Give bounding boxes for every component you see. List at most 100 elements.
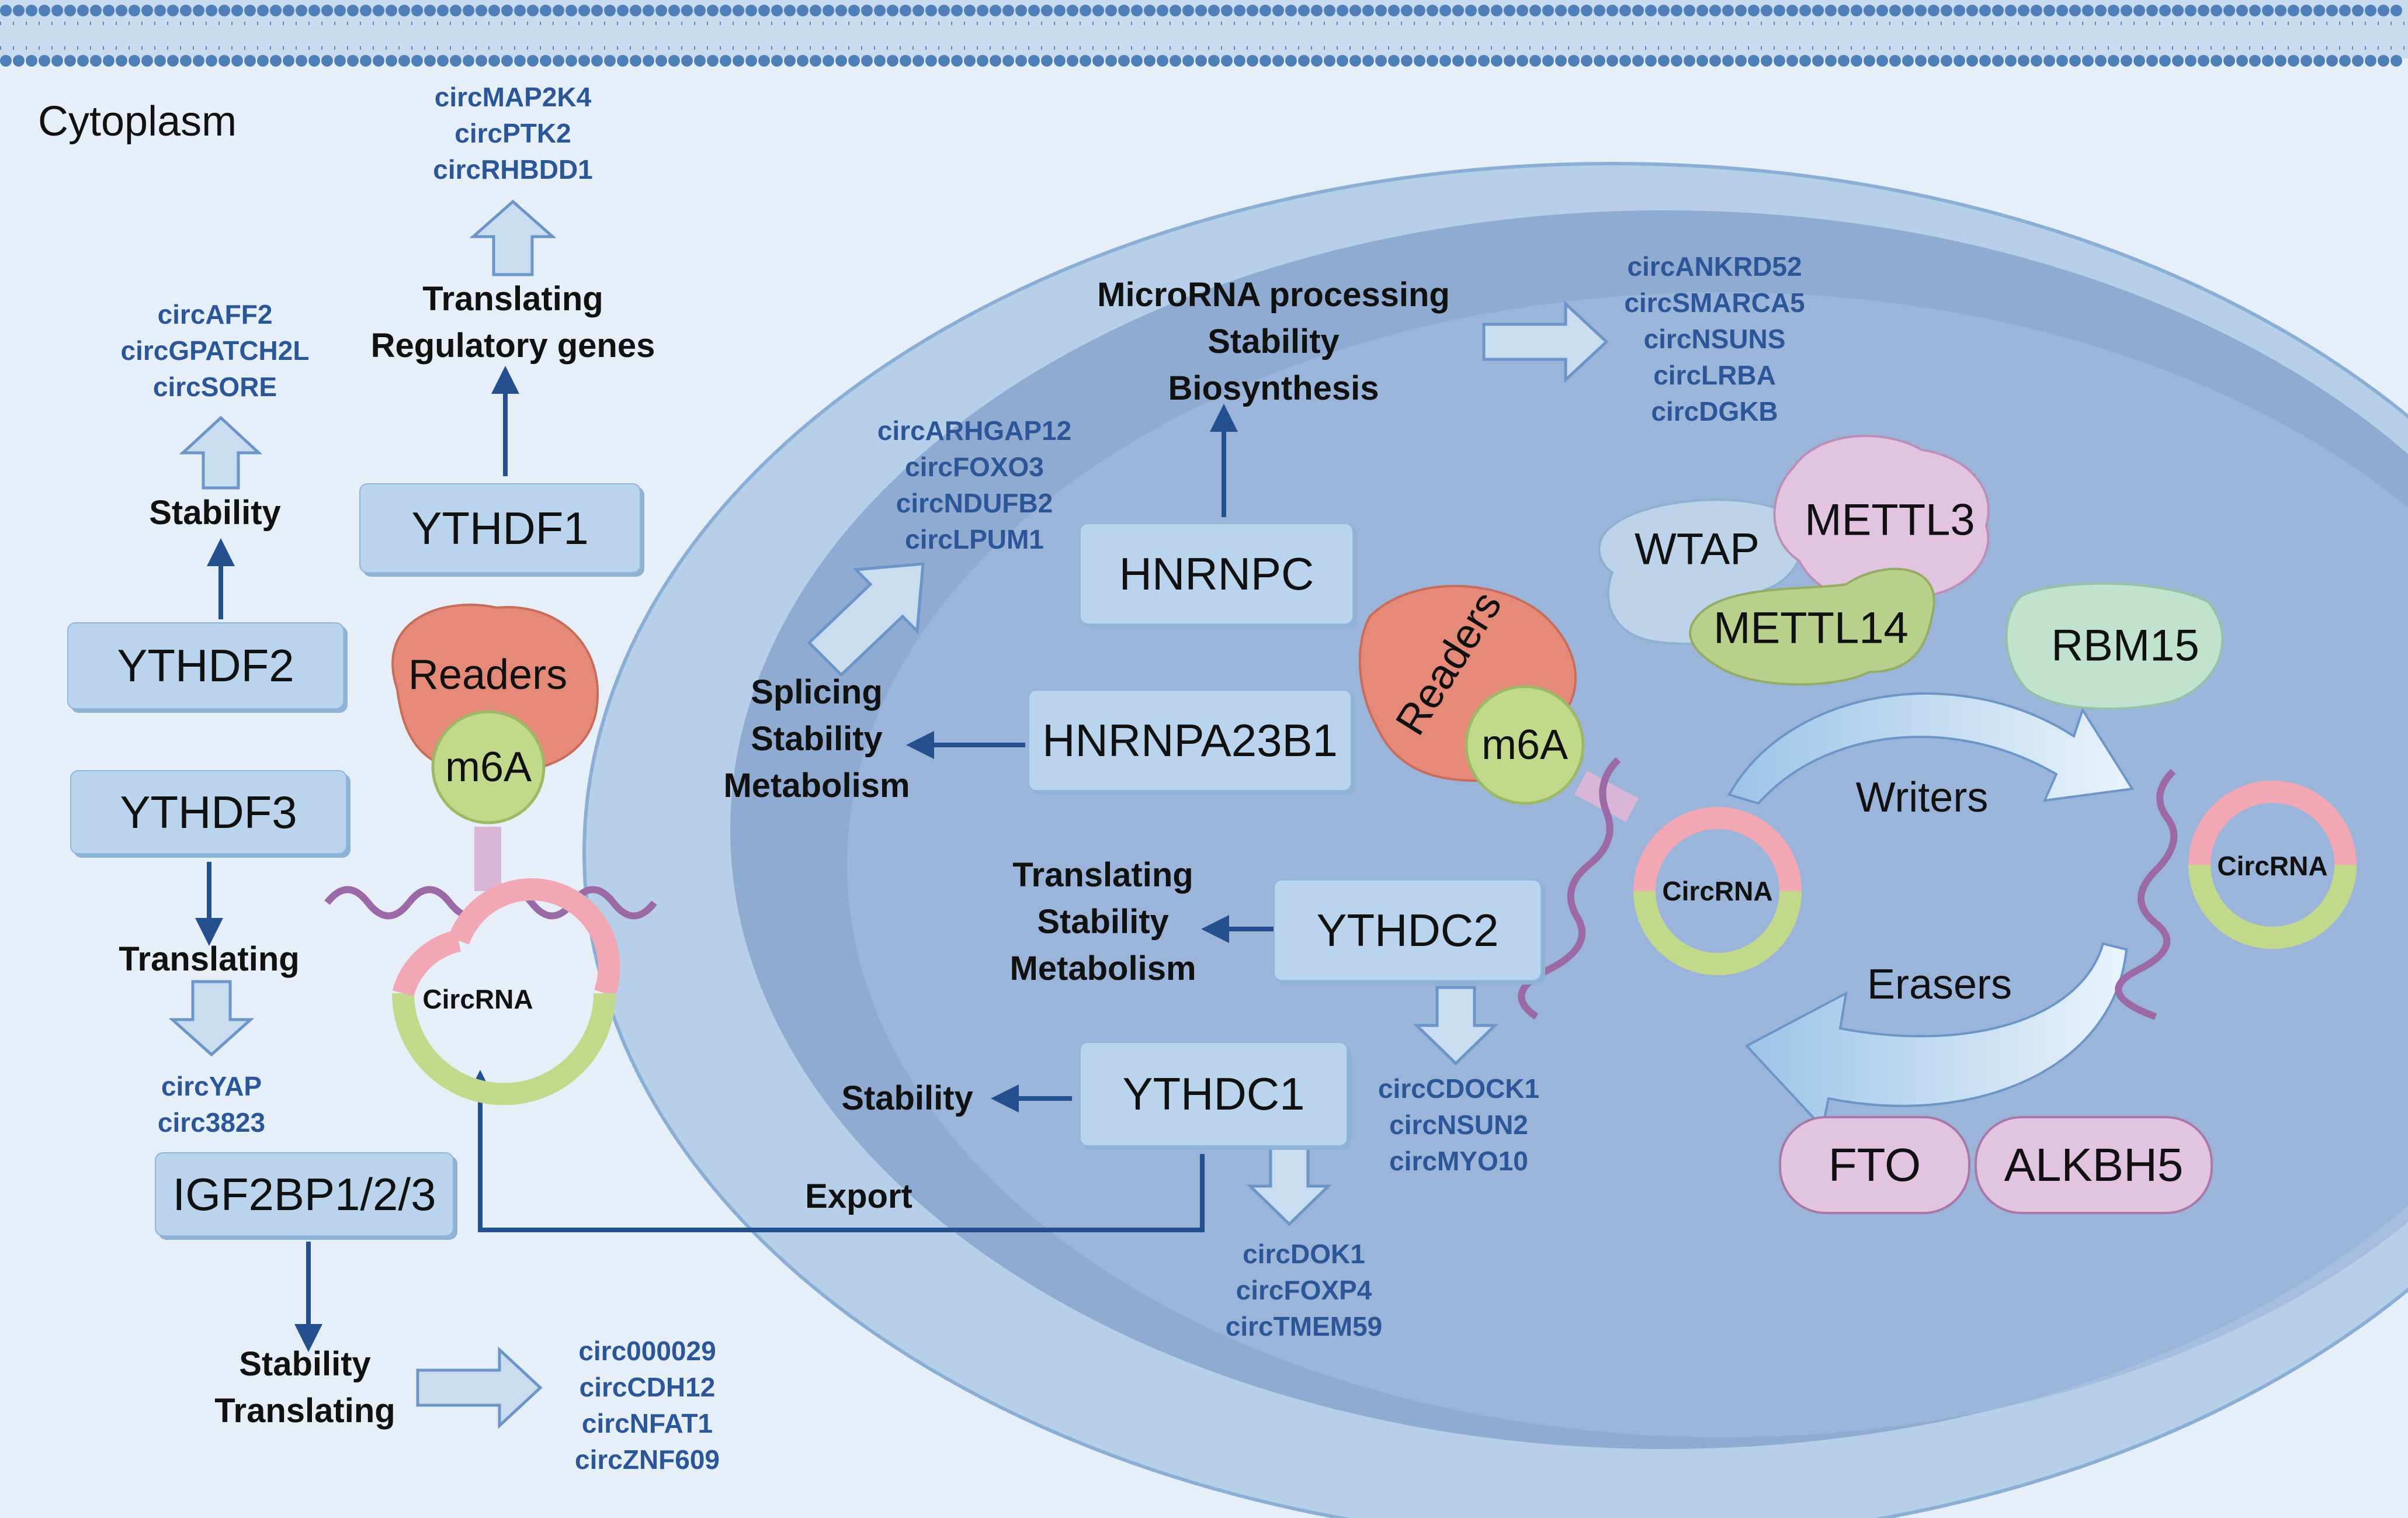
membrane-bead bbox=[64, 55, 76, 67]
membrane-bead bbox=[990, 55, 1001, 67]
membrane-bead bbox=[1671, 55, 1682, 67]
reader-ythdf3: YTHDF3 bbox=[70, 770, 347, 854]
membrane-bead bbox=[1979, 5, 1991, 16]
membrane-bead bbox=[257, 55, 269, 67]
membrane-bead bbox=[1414, 55, 1425, 67]
membrane-bead bbox=[1838, 55, 1850, 67]
membrane-bead bbox=[398, 5, 410, 16]
membrane-bead bbox=[1465, 5, 1477, 16]
rbm15-label: RBM15 bbox=[2051, 621, 2199, 671]
membrane-bead bbox=[2313, 55, 2325, 67]
membrane-bead bbox=[1131, 5, 1143, 16]
membrane-bead bbox=[2095, 5, 2107, 16]
membrane-bead bbox=[51, 5, 63, 16]
membrane-bead bbox=[386, 55, 397, 67]
membrane-bead bbox=[1812, 5, 1824, 16]
membrane-bead bbox=[1234, 55, 1245, 67]
membrane-bead bbox=[411, 55, 423, 67]
membrane-bead bbox=[1285, 5, 1297, 16]
membrane-bead bbox=[1645, 5, 1657, 16]
membrane-bead bbox=[1298, 55, 1310, 67]
membrane-bead bbox=[2378, 5, 2389, 16]
membrane-bead bbox=[617, 55, 629, 67]
hollow-arrow-hnrnpa2b1 bbox=[807, 562, 925, 677]
membrane-bead bbox=[964, 55, 976, 67]
membrane-bead bbox=[1748, 5, 1760, 16]
membrane-bead bbox=[668, 5, 680, 16]
cyto-m6a-label: m6A bbox=[445, 744, 532, 791]
membrane-bead bbox=[681, 5, 693, 16]
membrane-bead bbox=[874, 55, 886, 67]
membrane-bead bbox=[1876, 55, 1888, 67]
membrane-bead bbox=[2262, 5, 2274, 16]
membrane-bead bbox=[360, 55, 372, 67]
membrane-bead bbox=[745, 5, 757, 16]
membrane-bead bbox=[1928, 5, 1939, 16]
membrane-bead bbox=[1337, 5, 1348, 16]
membrane-bead bbox=[1105, 55, 1117, 67]
membrane-bead bbox=[848, 55, 860, 67]
membrane-bead bbox=[26, 5, 37, 16]
circrna-list-ythdc1: circDOK1 circFOXP4 circTMEM59 bbox=[1225, 1239, 1383, 1342]
membrane-bead bbox=[2159, 55, 2171, 67]
membrane-bead bbox=[1941, 55, 1952, 67]
function-hnrnpc: MicroRNA processing Stability Biosynthes… bbox=[1097, 276, 1450, 407]
membrane-bead bbox=[39, 55, 50, 67]
membrane-bead bbox=[1761, 55, 1772, 67]
membrane-bead bbox=[1619, 55, 1631, 67]
membrane-bead bbox=[2005, 5, 2017, 16]
membrane-bead bbox=[733, 55, 744, 67]
membrane-bead bbox=[1709, 55, 1721, 67]
membrane-bead bbox=[1388, 5, 1400, 16]
membrane-bead bbox=[2121, 55, 2132, 67]
membrane-bead bbox=[26, 55, 37, 67]
membrane-bead bbox=[488, 5, 500, 16]
membrane-bead bbox=[424, 55, 436, 67]
membrane-bead bbox=[797, 55, 809, 67]
membrane-bead bbox=[1324, 55, 1335, 67]
membrane-bead bbox=[835, 5, 847, 16]
membrane-bead bbox=[1157, 5, 1168, 16]
membrane-bead bbox=[720, 5, 731, 16]
membrane-bead bbox=[1465, 55, 1477, 67]
membrane-bead bbox=[103, 5, 114, 16]
membrane-bead bbox=[2095, 55, 2107, 67]
hollow-arrow-hnrnpc bbox=[1482, 300, 1609, 383]
membrane-bead bbox=[2249, 55, 2261, 67]
membrane-bead bbox=[823, 55, 834, 67]
membrane-bead bbox=[1452, 5, 1464, 16]
function-igf2bp: Stability Translating bbox=[214, 1345, 395, 1430]
membrane-bead bbox=[1028, 55, 1040, 67]
membrane-bead bbox=[1774, 5, 1785, 16]
membrane-bead bbox=[977, 5, 988, 16]
membrane-bead bbox=[861, 55, 873, 67]
function-ythdc1: Stability bbox=[841, 1079, 973, 1117]
membrane-bead bbox=[129, 55, 140, 67]
membrane-bead bbox=[1491, 5, 1503, 16]
membrane-bead bbox=[2121, 5, 2132, 16]
membrane-bead bbox=[887, 5, 898, 16]
membrane-bead bbox=[2236, 55, 2248, 67]
membrane-bead bbox=[141, 5, 153, 16]
nuclear-m6a-label: m6A bbox=[1481, 722, 1569, 768]
membrane-bead bbox=[2005, 55, 2017, 67]
membrane-bead bbox=[1080, 55, 1091, 67]
membrane-bead bbox=[1041, 55, 1053, 67]
membrane-bead bbox=[1966, 55, 1978, 67]
membrane-bead bbox=[501, 55, 513, 67]
membrane-bead bbox=[437, 5, 449, 16]
membrane-bead bbox=[1311, 55, 1323, 67]
membrane-bead bbox=[77, 55, 89, 67]
membrane-bead bbox=[938, 55, 950, 67]
membrane-bead bbox=[154, 55, 166, 67]
membrane-bead bbox=[1568, 5, 1580, 16]
membrane-bead bbox=[2313, 5, 2325, 16]
membrane-bead bbox=[334, 5, 346, 16]
membrane-bead bbox=[231, 5, 243, 16]
membrane-bead bbox=[1452, 55, 1464, 67]
membrane-bead bbox=[733, 5, 744, 16]
membrane-bead bbox=[283, 55, 294, 67]
membrane-bead bbox=[1542, 55, 1554, 67]
membrane-bead bbox=[912, 5, 924, 16]
membrane-bead bbox=[1092, 55, 1104, 67]
